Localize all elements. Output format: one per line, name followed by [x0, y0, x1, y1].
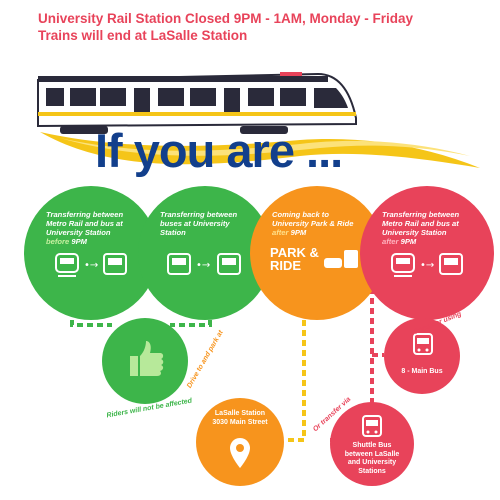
circle-text: Coming back to — [272, 210, 329, 219]
circle-text: Transferring between — [46, 210, 124, 219]
headline-line2: Trains will end at LaSalle Station — [38, 28, 248, 43]
outcome-circle-lasalle: LaSalle Station 3030 Main Street — [196, 398, 284, 486]
scenario-circle-park-ride: Coming back to University Park & Ride af… — [250, 186, 384, 320]
thumbs-up-icon — [130, 341, 164, 376]
park-ride-logo: PARK & RIDE — [270, 246, 319, 272]
shuttle-text: Stations — [358, 467, 386, 475]
circle-text: University Park & Ride — [272, 219, 354, 228]
headline: University Rail Station Closed 9PM - 1AM… — [38, 10, 413, 44]
car-bus-icon — [324, 250, 358, 268]
scenario-circle-rail-after: Transferring between Metro Rail and bus … — [360, 186, 494, 320]
shuttle-text: Shuttle Bus — [352, 442, 392, 449]
circle-text: buses at University — [160, 219, 230, 228]
scenario-circle-bus-transfer: Transferring between buses at University… — [138, 186, 272, 320]
circle-text: University Station — [46, 228, 111, 237]
bus-to-bus-icon: •→ — [167, 253, 241, 275]
circle-text: University Station — [382, 228, 447, 237]
circle-text: Metro Rail and bus at — [382, 219, 459, 228]
train-illustration — [37, 72, 480, 168]
svg-text:•→: •→ — [84, 260, 98, 271]
park-ride-line1: PARK & — [270, 245, 319, 260]
svg-text:•→: •→ — [196, 260, 210, 271]
park-ride-line2: RIDE — [270, 258, 302, 273]
outcome-circle-shuttle: Shuttle Bus between LaSalle and Universi… — [330, 402, 414, 486]
svg-text:•→: •→ — [420, 260, 434, 271]
circle-text: Metro Rail and bus at — [46, 219, 123, 228]
outcome-circle-main-bus: 8 - Main Bus — [384, 318, 460, 394]
shuttle-text: between LaSalle — [344, 450, 400, 458]
headline-line1: University Rail Station Closed 9PM - 1AM… — [38, 11, 414, 26]
circle-time: 9PM — [71, 237, 87, 246]
main-bus-label: 8 - Main Bus — [401, 368, 443, 375]
circle-time: 9PM — [400, 237, 417, 246]
lasalle-station-name: LaSalle Station — [214, 410, 266, 417]
shuttle-text: and University — [347, 459, 397, 466]
circle-time: 9PM — [290, 228, 307, 237]
circle-text: Transferring between — [382, 210, 460, 219]
train-to-bus-icon: •→ — [55, 253, 127, 277]
location-pin-icon — [230, 438, 250, 468]
circle-text: Station — [160, 228, 186, 237]
scenario-circle-rail-before: Transferring between Metro Rail and bus … — [24, 186, 158, 320]
bus-icon — [413, 333, 433, 355]
circle-highlight: before — [46, 237, 70, 246]
lasalle-station-address: 3030 Main Street — [212, 418, 268, 426]
circle-highlight: after — [272, 228, 289, 237]
outcome-circle-not-affected — [102, 318, 188, 404]
bus-icon — [362, 415, 382, 437]
circle-text: Transferring between — [160, 210, 238, 219]
circle-highlight: after — [382, 237, 399, 246]
page-title: If you are ... — [95, 124, 343, 177]
train-to-bus-icon: •→ — [391, 253, 463, 277]
